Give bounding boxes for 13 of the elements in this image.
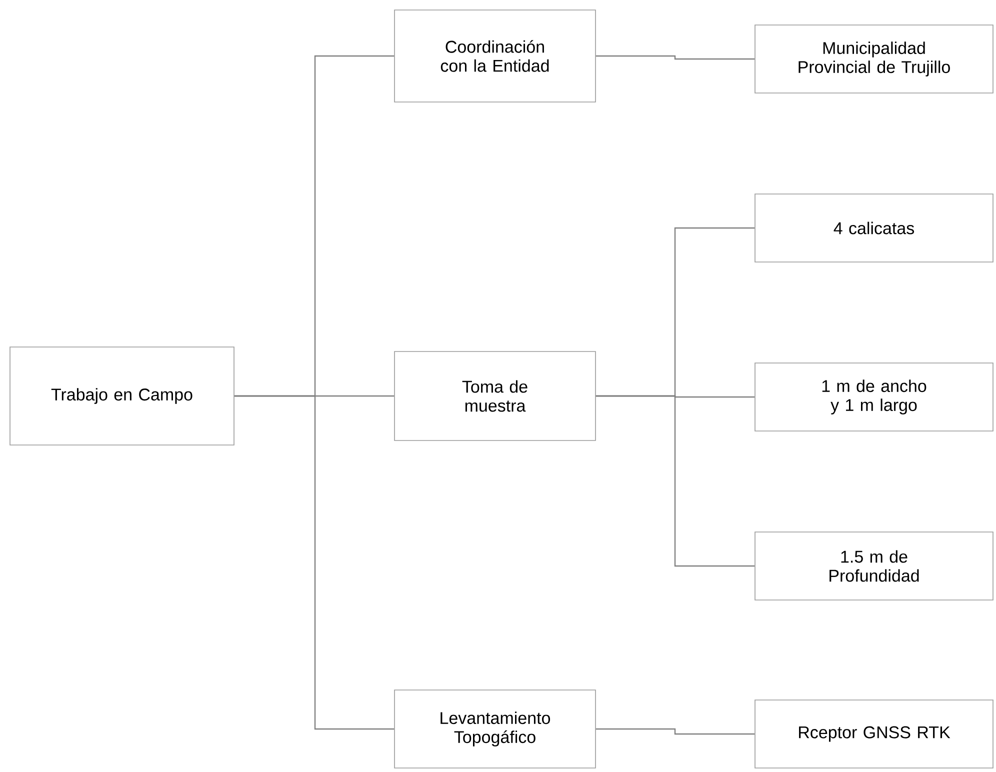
process-box: 1.5 m de Profundidad: [754, 532, 994, 600]
process-box: Toma de muestra: [394, 351, 596, 441]
process-box: Rceptor GNSS RTK: [754, 700, 994, 768]
process-box: Trabajo en Campo: [10, 346, 234, 446]
process-box: Coordinación con la Entidad: [394, 10, 596, 102]
connector-line: [234, 395, 394, 730]
connector-line: [596, 395, 755, 567]
process-box: Municipalidad Provincial de Trujillo: [754, 24, 994, 94]
process-box: 1 m de ancho y 1 m largo: [754, 362, 994, 432]
process-box: Levantamiento Topogáfico: [394, 690, 596, 768]
connector-line: [596, 728, 755, 735]
process-box: 4 calicatas: [754, 194, 994, 262]
connector-line: [596, 55, 755, 60]
